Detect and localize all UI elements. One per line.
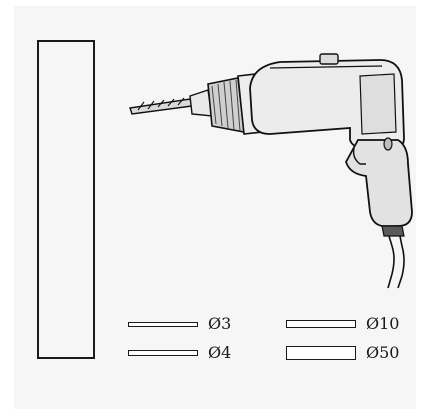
drill-body: [249, 53, 405, 149]
legend-item-d4: Ø4: [128, 345, 231, 361]
legend-label: Ø4: [208, 343, 232, 362]
drill-illustration: [129, 53, 413, 289]
hole-size-bar: [128, 350, 198, 356]
legend-label: Ø10: [366, 314, 400, 333]
pistol-grip: [345, 137, 413, 227]
legend-label: Ø3: [208, 314, 232, 333]
panel-rectangle: [37, 40, 95, 359]
power-cord: [381, 225, 405, 289]
hole-size-bar: [286, 320, 356, 328]
legend-item-d50: Ø50: [286, 345, 399, 361]
legend-item-d10: Ø10: [286, 316, 399, 332]
hole-size-bar: [128, 321, 198, 327]
legend-label: Ø50: [366, 343, 400, 362]
hole-size-bar: [286, 346, 356, 360]
drill-bit: [129, 97, 193, 115]
legend-item-d3: Ø3: [128, 316, 231, 332]
